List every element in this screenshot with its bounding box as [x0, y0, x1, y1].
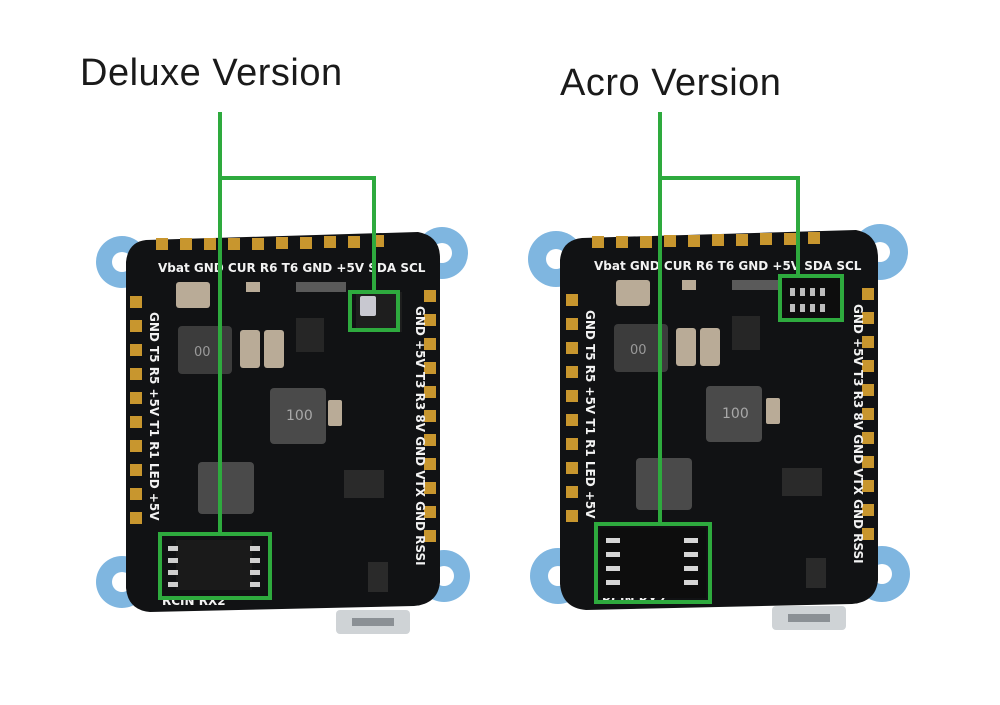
- left-pad-column: [566, 294, 578, 522]
- acro-version-caption: Acro Version: [560, 62, 782, 104]
- svg-text:00: 00: [630, 343, 647, 358]
- inductor: [614, 324, 668, 372]
- inductor-marking: 100: [286, 408, 313, 424]
- inductor-marking: 100: [722, 406, 749, 422]
- capacitor: [616, 280, 650, 306]
- deluxe-leader-lines: [158, 112, 400, 600]
- regulator-chip: [732, 316, 760, 350]
- left-pad-column: [130, 296, 142, 524]
- power-inductor: [706, 386, 762, 442]
- silk-left-col: GND T5 R5 +5V T1 R1 LED +5V: [583, 310, 597, 519]
- silk-top-row: Vbat GND CUR R6 T6 GND +5V SDA SCL: [158, 261, 426, 275]
- silk-right-col: GND +5V T3 R3 8V GND VTX GND RSSI: [413, 306, 427, 566]
- top-pad-row: [592, 232, 820, 248]
- capacitor: [240, 330, 260, 368]
- acro-leader-lines: [594, 112, 844, 604]
- acro-flight-controller-board: Vbat GND CUR R6 T6 GND +5V SDA SCL GND T…: [528, 224, 910, 630]
- capacitor: [264, 330, 284, 368]
- silk-left-col: GND T5 R5 +5V T1 R1 LED +5V: [147, 312, 161, 521]
- right-pad-column: [862, 288, 874, 540]
- inductor: [636, 458, 692, 510]
- inductor: [198, 462, 254, 514]
- deluxe-version-caption: Deluxe Version: [80, 52, 343, 94]
- flash-memory-chip: [176, 540, 252, 590]
- empty-barometer-footprint: [780, 278, 840, 320]
- top-pad-row: [156, 235, 384, 250]
- power-inductor: [270, 388, 326, 444]
- silk-top-row: Vbat GND CUR R6 T6 GND +5V SDA SCL: [594, 259, 862, 273]
- silk-right-col: GND +5V T3 R3 8V GND VTX GND RSSI: [851, 304, 865, 564]
- capacitor: [676, 328, 696, 366]
- svg-text:00: 00: [194, 345, 211, 360]
- right-pad-column: [424, 290, 436, 542]
- capacitor: [700, 328, 720, 366]
- capacitor: [176, 282, 210, 308]
- barometer-sensor: [360, 296, 376, 316]
- deluxe-flight-controller-board: Vbat GND CUR R6 T6 GND +5V SDA SCL GND T…: [96, 227, 470, 634]
- regulator-chip: [296, 318, 324, 352]
